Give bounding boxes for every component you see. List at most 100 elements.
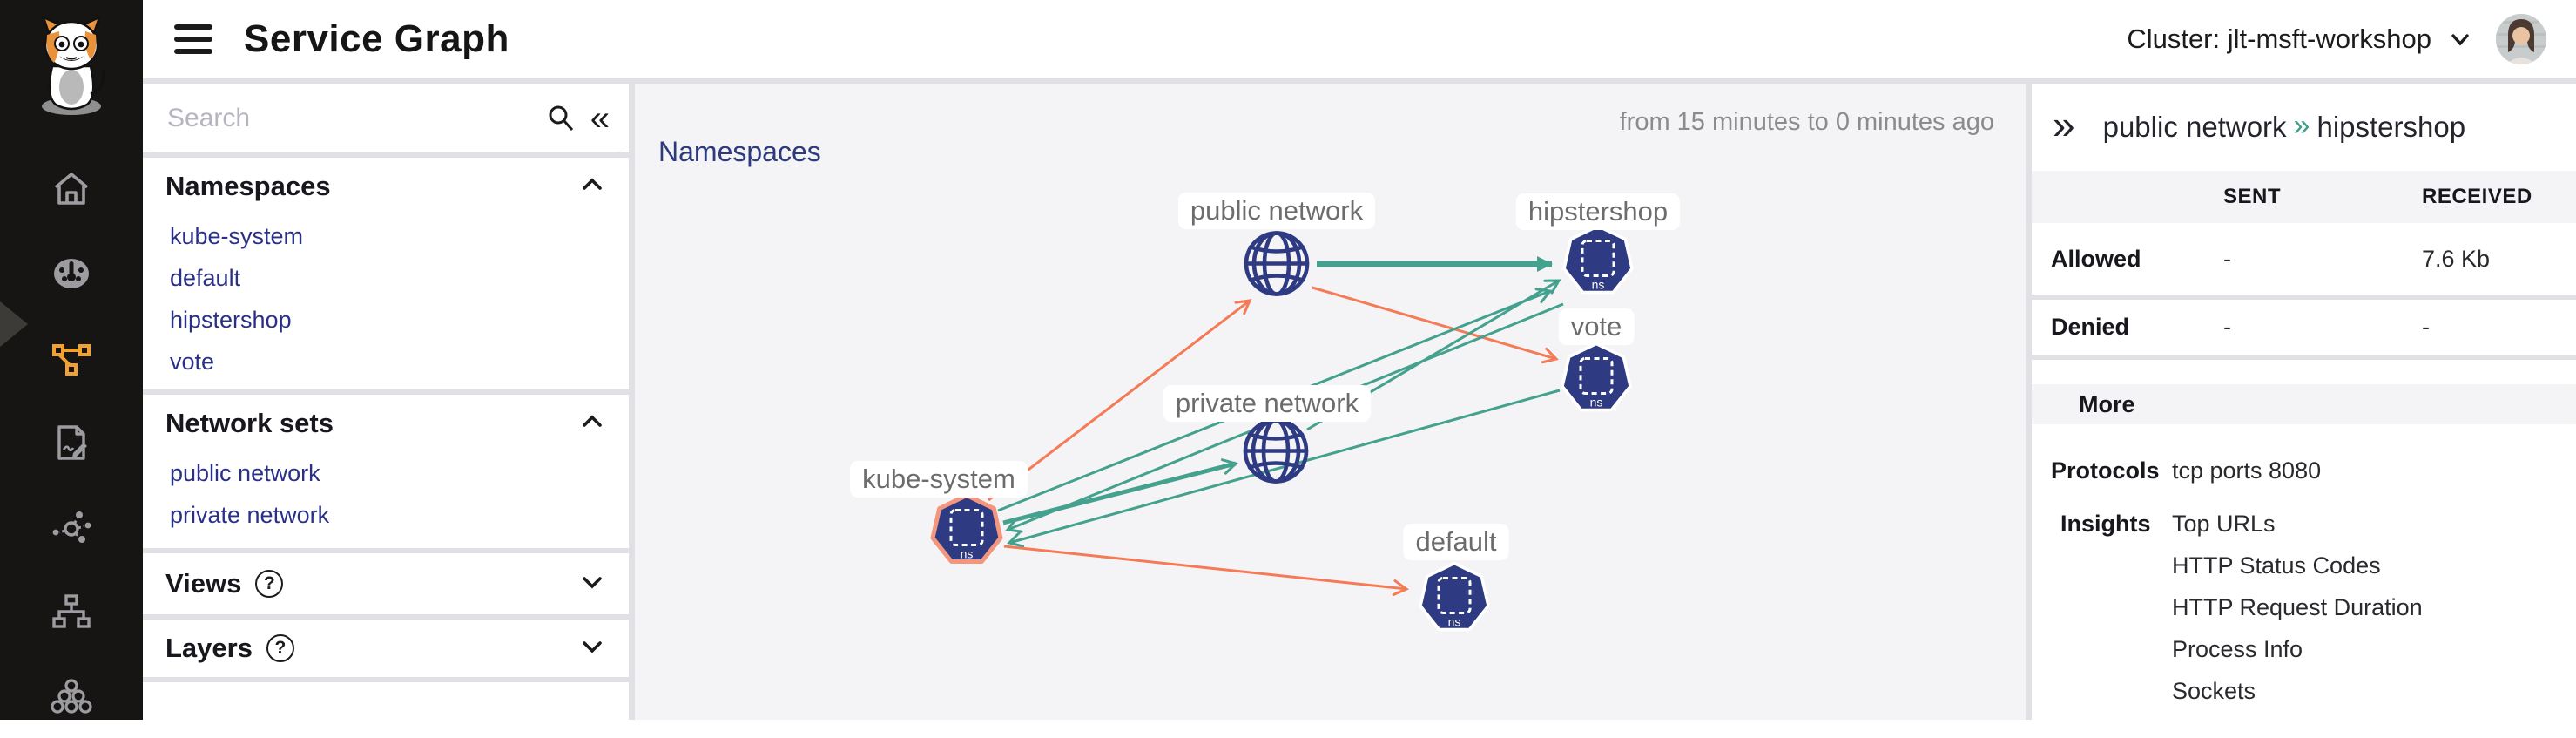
header-divider	[143, 78, 2576, 84]
breadcrumb-arrow-icon: »	[2293, 108, 2310, 142]
hamburger-menu-icon[interactable]	[174, 24, 212, 54]
left-icon-rail	[0, 0, 143, 720]
hierarchy-icon[interactable]	[0, 569, 143, 653]
breadcrumb-target[interactable]: hipstershop	[2316, 110, 2466, 143]
network-sets-section-header[interactable]: Network sets	[143, 395, 629, 452]
chevron-down-icon[interactable]	[578, 568, 606, 600]
dashboard-icon[interactable]	[0, 231, 143, 315]
expand-panel-icon[interactable]: »	[2053, 101, 2075, 147]
divider	[143, 389, 629, 395]
cluster-selector[interactable]: Cluster: jlt-msft-workshop	[2127, 24, 2473, 55]
page-title: Service Graph	[244, 17, 509, 60]
views-section-label: Views	[165, 568, 242, 599]
search-icon[interactable]	[545, 103, 577, 134]
sidebar-item-namespace[interactable]: kube-system	[170, 222, 304, 249]
graph-node-hipstershop[interactable]: ns	[1558, 221, 1638, 306]
denied-received-value: -	[2422, 314, 2430, 341]
divider	[2032, 355, 2576, 361]
chevron-up-icon[interactable]	[578, 408, 606, 440]
graph-node-label-vote: vote	[1558, 308, 1635, 345]
insight-item[interactable]: HTTP Status Codes	[2172, 552, 2381, 579]
breadcrumb-source[interactable]: public network	[2102, 110, 2287, 143]
otterize-logo	[42, 16, 105, 115]
insight-item[interactable]: Top URLs	[2172, 511, 2276, 538]
sidebar-section-network-sets: Network sets public network private netwo…	[143, 395, 629, 548]
active-nav-indicator	[0, 301, 28, 347]
insight-item[interactable]: Process Info	[2172, 636, 2303, 663]
chevron-down-icon	[2451, 34, 2469, 46]
network-sets-section-label: Network sets	[165, 408, 334, 438]
sidebar-item-network-set[interactable]: public network	[170, 459, 320, 486]
more-section-header[interactable]: More	[2032, 384, 2576, 425]
divider	[143, 614, 629, 620]
table-row-allowed: Allowed - 7.6 Kb	[2032, 223, 2576, 295]
traffic-table-header: SENT RECEIVED	[2032, 170, 2576, 223]
time-range-label: from 15 minutes to 0 minutes ago	[1619, 108, 1994, 136]
user-avatar[interactable]	[2496, 14, 2546, 64]
sidebar-item-namespace[interactable]: hipstershop	[170, 306, 292, 333]
graph-node-label-private-network: private network	[1163, 385, 1372, 422]
allowed-sent-value: -	[2223, 245, 2231, 272]
denied-sent-value: -	[2223, 314, 2231, 341]
svg-text:ns: ns	[1590, 396, 1603, 410]
canvas-panel-divider	[2026, 84, 2032, 720]
policy-editor-icon[interactable]	[0, 400, 143, 484]
graph-node-default[interactable]: ns	[1414, 559, 1494, 643]
search-bar[interactable]: Search «	[143, 84, 629, 152]
protocols-label: Protocols	[2051, 457, 2160, 484]
graph-edge-kube-system-to-default[interactable]	[1003, 545, 1410, 596]
allowed-received-value: 7.6 Kb	[2422, 245, 2491, 272]
search-input[interactable]: Search	[167, 103, 251, 132]
graph-node-label-hipstershop: hipstershop	[1515, 193, 1681, 230]
svg-text:ns: ns	[961, 547, 974, 561]
sidebar-item-namespace[interactable]: vote	[170, 348, 215, 375]
home-icon[interactable]	[0, 146, 143, 231]
chevron-down-icon[interactable]	[578, 633, 606, 665]
help-icon[interactable]: ?	[255, 570, 284, 598]
graph-edge-kube-system-to-public-network[interactable]	[988, 299, 1252, 502]
views-section-header[interactable]: Views ?	[143, 553, 629, 614]
insight-item[interactable]: Sockets	[2172, 678, 2256, 705]
graph-edge-public-network-to-vote[interactable]	[1312, 286, 1559, 364]
svg-text:ns: ns	[1592, 278, 1605, 292]
divider	[2032, 295, 2576, 301]
namespaces-section-label: Namespaces	[165, 171, 331, 201]
graph-canvas[interactable]: Namespaces from 15 minutes to 0 minutes …	[635, 84, 2026, 720]
layers-section-header[interactable]: Layers ?	[143, 620, 629, 677]
chevron-up-icon[interactable]	[578, 171, 606, 203]
protocols-value: tcp ports 8080	[2172, 457, 2322, 484]
insight-item[interactable]: HTTP Request Duration	[2172, 594, 2423, 621]
row-label: Denied	[2051, 314, 2130, 341]
namespaces-section-header[interactable]: Namespaces	[143, 158, 629, 215]
graph-edge-kube-system-to-private-network[interactable]	[1002, 458, 1238, 525]
graph-node-public-network[interactable]	[1242, 229, 1312, 303]
graph-node-vote[interactable]: ns	[1556, 339, 1636, 423]
edge-details-panel: » public network » hipstershop SENT RECE…	[2032, 84, 2576, 720]
help-icon[interactable]: ?	[266, 634, 294, 662]
connections-icon[interactable]	[0, 484, 143, 569]
collapse-sidebar-icon[interactable]: «	[590, 98, 610, 138]
cluster-selector-label: Cluster: jlt-msft-workshop	[2127, 24, 2431, 54]
sidebar-item-namespace[interactable]: default	[170, 264, 241, 291]
svg-text:ns: ns	[1448, 615, 1461, 629]
layers-section-label: Layers	[165, 633, 253, 663]
graph-node-label-kube-system: kube-system	[850, 461, 1028, 498]
graph-node-label-public-network: public network	[1177, 193, 1376, 229]
graph-node-private-network[interactable]	[1241, 416, 1311, 491]
insights-label: Insights	[2060, 511, 2151, 538]
graph-node-label-default: default	[1403, 524, 1509, 560]
breadcrumb: » public network » hipstershop	[2032, 84, 2576, 171]
canvas-title: Namespaces	[658, 136, 821, 167]
graph-node-kube-system[interactable]: ns	[927, 491, 1007, 575]
service-graph-icon[interactable]	[0, 315, 143, 400]
more-label: More	[2079, 390, 2135, 417]
table-row-denied: Denied - -	[2032, 300, 2576, 355]
protocols-row: Protocols tcp ports 8080	[2032, 457, 2576, 484]
sidebar-canvas-divider	[629, 84, 635, 720]
divider	[143, 548, 629, 553]
top-header: Service Graph Cluster: jlt-msft-workshop	[143, 0, 2576, 78]
sidebar-item-network-set[interactable]: private network	[170, 501, 330, 528]
clusters-icon[interactable]	[0, 653, 143, 738]
divider	[143, 152, 629, 158]
